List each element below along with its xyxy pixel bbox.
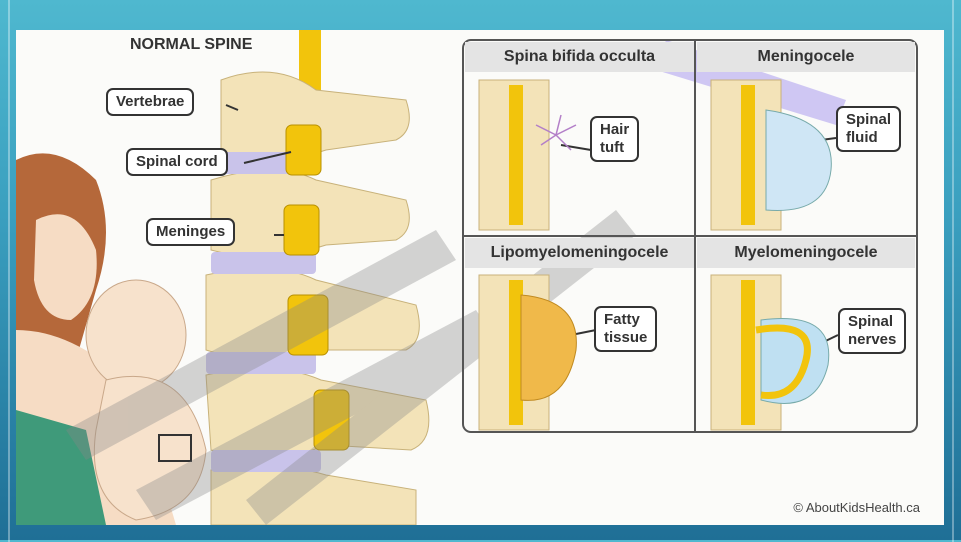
spinal-cord-top — [299, 30, 321, 90]
myelomeningocele-sac — [760, 318, 830, 404]
illustration-drawing — [16, 30, 918, 525]
slide-decor-line — [952, 0, 954, 542]
spina-bifida-illustration: NORMAL SPINE Vertebrae Spinal cord Menin… — [16, 30, 944, 525]
spinal-fluid-callout: Spinal fluid — [836, 106, 902, 152]
meninges-callout: Meninges — [146, 218, 236, 246]
mother-face — [34, 214, 97, 320]
fatty-tissue-callout: Fatty tissue — [594, 306, 658, 352]
slide-decor-line — [8, 0, 10, 542]
fatty-tissue — [520, 294, 577, 401]
hair-tuft-callout: Hair tuft — [590, 116, 640, 162]
spinal-cord — [283, 124, 350, 451]
panel-title-lipomyelomeningocele: Lipomyelomeningocele — [465, 238, 694, 268]
lesion-marker-box — [158, 434, 192, 462]
panel-title-myelomeningocele: Myelomeningocele — [697, 238, 915, 268]
spinal-nerves-callout: Spinal nerves — [838, 308, 907, 354]
normal-spine-title: NORMAL SPINE — [130, 36, 253, 53]
vertebrae-callout: Vertebrae — [106, 88, 195, 116]
hair-tuft — [535, 114, 577, 151]
spinal-nerves — [755, 324, 811, 400]
image-credit: © AboutKidsHealth.ca — [793, 500, 920, 515]
baby-body — [93, 375, 207, 521]
meningocele-sac — [765, 109, 832, 211]
panel-title-occulta: Spina bifida occulta — [465, 42, 694, 72]
mother-shirt — [16, 410, 106, 525]
spinal-cord-callout: Spinal cord — [126, 148, 228, 176]
panel-title-meningocele: Meningocele — [697, 42, 915, 72]
